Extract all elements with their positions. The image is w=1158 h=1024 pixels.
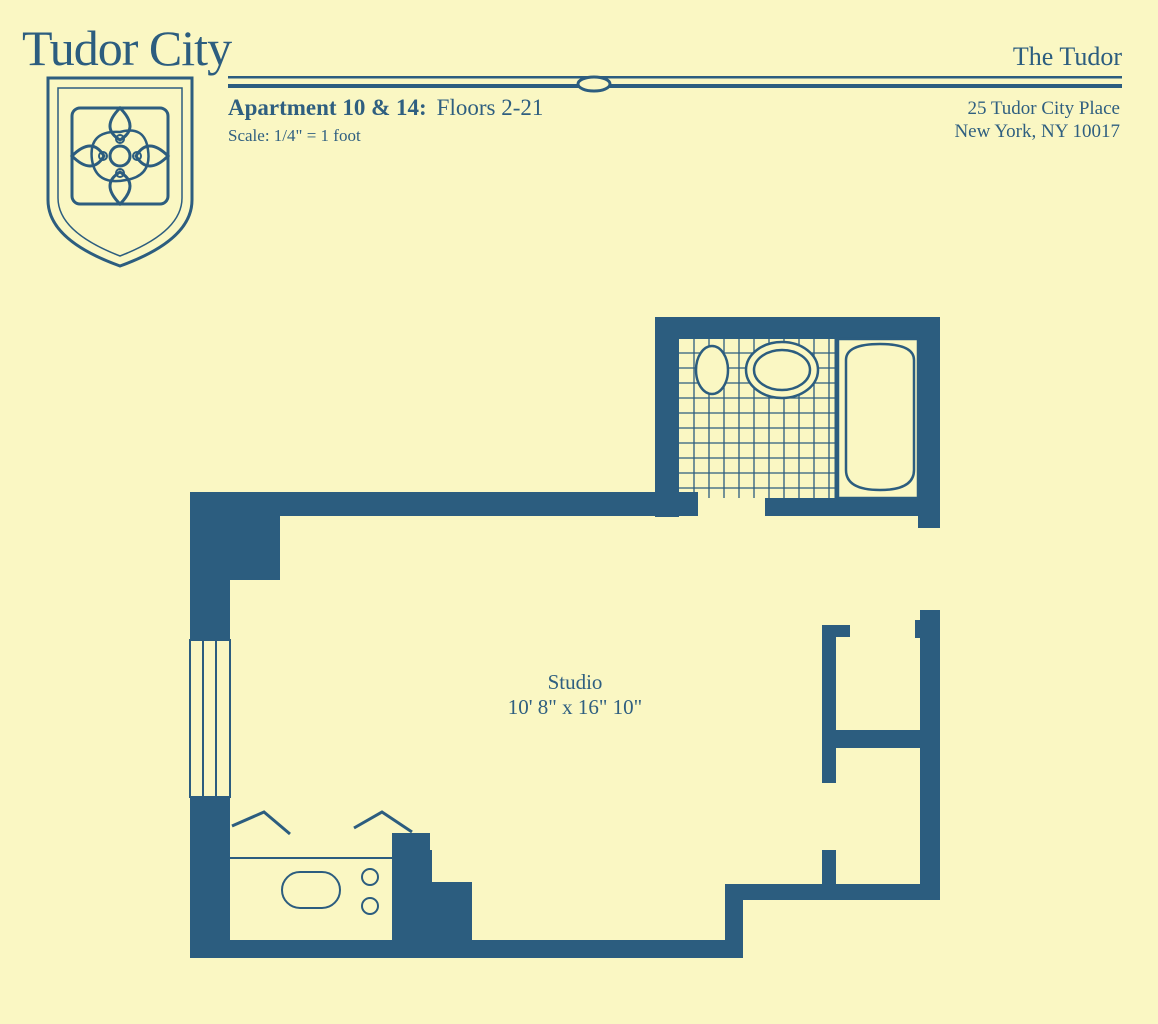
- window: [189, 639, 231, 798]
- address-block: 25 Tudor City Place New York, NY 10017: [954, 97, 1120, 143]
- floors-label: Floors 2-21: [436, 95, 544, 120]
- address-line-1: 25 Tudor City Place: [967, 98, 1120, 119]
- room-label: Studio 10' 8" x 16" 10": [490, 670, 660, 720]
- walls: [190, 317, 940, 958]
- scale-label: Scale: 1/4" = 1 foot: [228, 126, 361, 145]
- header-rule: [228, 75, 1122, 93]
- address-line-2: New York, NY 10017: [954, 121, 1120, 142]
- brand-title: Tudor City: [22, 20, 232, 76]
- room-name: Studio: [547, 670, 603, 694]
- apartment-title: Apartment 10 & 14:: [228, 95, 427, 120]
- sink-icon: [744, 340, 820, 400]
- building-name: The Tudor: [1012, 42, 1122, 71]
- bathtub-icon: [836, 337, 920, 500]
- tudor-rose-shield-icon: [46, 76, 194, 268]
- toilet-icon: [694, 344, 730, 396]
- kitchen-counter: [230, 810, 413, 859]
- apartment-heading: Apartment 10 & 14: Floors 2-21: [228, 95, 543, 121]
- room-dimensions: 10' 8" x 16" 10": [507, 695, 643, 719]
- kitchen-sink-icon: [281, 871, 341, 909]
- stove-burner-icon: [361, 868, 379, 915]
